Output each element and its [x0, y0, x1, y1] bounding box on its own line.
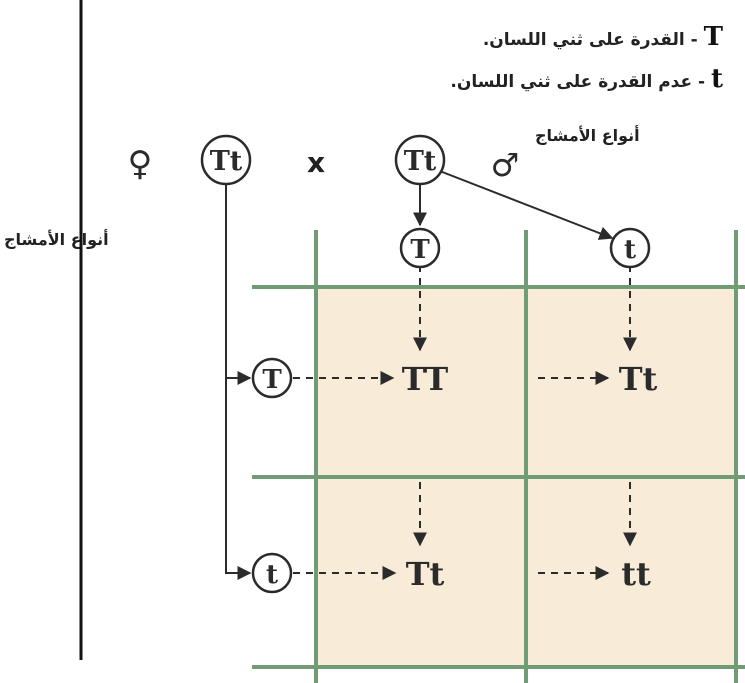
female-gamete-circle-T: [251, 357, 293, 399]
male-sex-symbol: ♂: [491, 146, 520, 184]
female-sex-symbol: ♀: [128, 144, 153, 184]
offspring-cell-r2c1: Tt: [406, 555, 445, 593]
cross-sign: x: [307, 146, 325, 179]
connector-female-to-gamete-T: [225, 180, 252, 385]
male-gametes-label: أنواع الأمشاج: [535, 126, 640, 145]
offspring-cell-r1c2: Tt: [619, 360, 658, 398]
female-gamete-circle-t: [251, 552, 293, 594]
male-gamete-t: t: [624, 235, 636, 265]
legend-recessive-symbol: t: [710, 64, 723, 94]
legend-recessive-text: - عدم القدرة على ثني اللسان.: [450, 72, 706, 92]
legend-dominant-text: - القدرة على ثني اللسان.: [482, 30, 698, 50]
connector-female-to-gamete-t: [225, 378, 252, 580]
male-parent-genotype: Tt: [404, 146, 437, 177]
offspring-cell-r1c1: TT: [402, 360, 449, 398]
connector-male-to-gamete-t: [431, 167, 614, 240]
legend-dominant-symbol: T: [703, 22, 723, 52]
male-gamete-T: T: [410, 235, 430, 265]
female-parent-genotype: Tt: [210, 146, 243, 177]
male-gamete-circle-T: [399, 227, 441, 269]
male-gamete-circle-t: [609, 227, 651, 269]
legend-recessive: t - عدم القدرة على ثني اللسان.: [450, 64, 723, 94]
male-parent-circle: [394, 134, 446, 186]
female-gamete-t: t: [266, 560, 278, 590]
female-gamete-T: T: [262, 365, 282, 395]
legend-dominant: T - القدرة على ثني اللسان.: [483, 22, 723, 52]
female-parent-circle: [200, 134, 252, 186]
offspring-cell-r2c2: tt: [621, 555, 651, 593]
